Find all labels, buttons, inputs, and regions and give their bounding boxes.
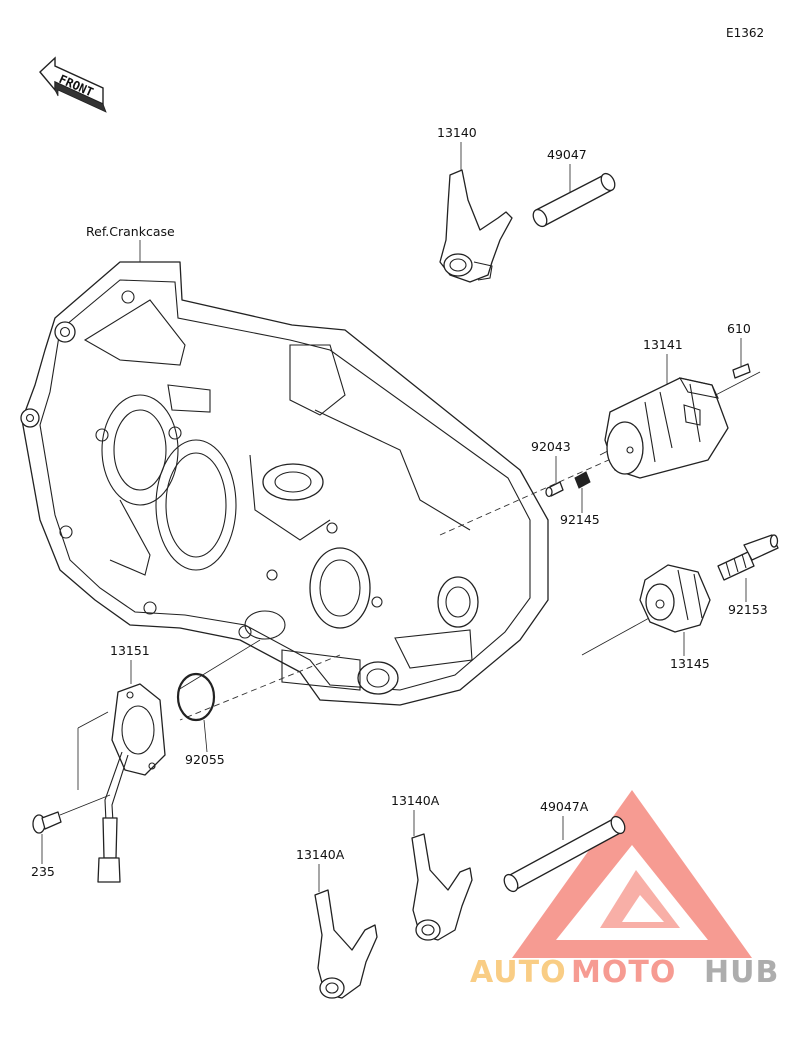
axis-line-oring xyxy=(177,639,261,691)
neutral-switch-13151 xyxy=(97,683,166,883)
watermark-word-moto: MOTO xyxy=(571,955,676,990)
leader-13151-branch xyxy=(77,711,109,729)
shift-rod-49047a xyxy=(503,815,626,893)
label-13140: 13140 xyxy=(437,125,477,140)
label-13151: 13151 xyxy=(110,643,150,658)
watermark-word-hub: HUB xyxy=(704,955,779,990)
watermark-logo: AUTO MOTO HUB xyxy=(470,790,779,990)
watermark-triangle-hole xyxy=(622,895,664,922)
pin-610 xyxy=(732,363,751,379)
o-ring-92055 xyxy=(176,672,216,722)
label-92043: 92043 xyxy=(531,439,571,454)
shift-fork-13140a-upper xyxy=(411,833,473,941)
label-610: 610 xyxy=(727,321,751,336)
bolt-92153 xyxy=(717,534,779,581)
label-92145: 92145 xyxy=(560,512,600,527)
shift-fork-13140a-lower xyxy=(314,889,378,999)
shift-drum-13141 xyxy=(604,377,729,479)
label-235: 235 xyxy=(31,864,55,879)
label-13145: 13145 xyxy=(670,656,710,671)
axis-line-cover xyxy=(179,654,341,721)
crankcase xyxy=(20,261,549,706)
spring-92145 xyxy=(574,471,591,489)
shift-cam-13145 xyxy=(639,564,711,633)
front-arrow-icon: FRONT xyxy=(39,56,107,113)
bolt-235 xyxy=(32,811,62,834)
pin-92043 xyxy=(545,481,564,498)
label-13140A-top: 13140A xyxy=(391,793,440,808)
leader-92055 xyxy=(203,719,208,753)
label-92153: 92153 xyxy=(728,602,768,617)
shift-fork-13140 xyxy=(439,169,513,283)
label-13141: 13141 xyxy=(643,337,683,352)
label-49047: 49047 xyxy=(547,147,587,162)
axis-line-13145 xyxy=(581,611,661,656)
label-49047A: 49047A xyxy=(540,799,589,814)
shift-rod-49047 xyxy=(532,172,616,228)
watermark-triangle-inner xyxy=(556,845,708,940)
label-92055: 92055 xyxy=(185,752,225,767)
watermark-word-auto: AUTO xyxy=(470,955,567,990)
axis-line-drum xyxy=(439,454,621,536)
ref-crankcase-label: Ref.Crankcase xyxy=(86,224,175,239)
diagram-code: E1362 xyxy=(726,26,764,40)
axis-line-bolt xyxy=(59,794,111,816)
label-13140A-bottom: 13140A xyxy=(296,847,345,862)
